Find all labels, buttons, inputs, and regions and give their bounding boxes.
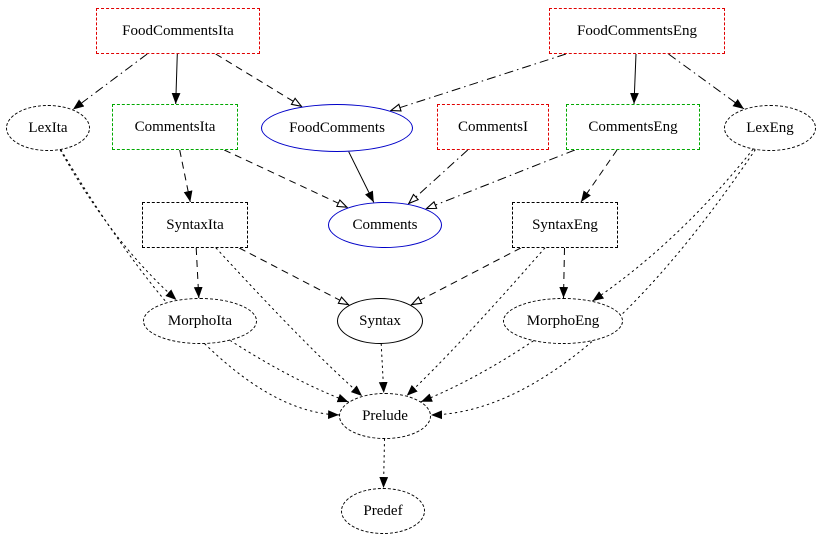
node-lexita: LexIta xyxy=(6,105,90,151)
edge-foodcommentseng-commentseng xyxy=(630,53,639,105)
node-label: MorphoEng xyxy=(526,312,600,329)
edge-syntaxita-morphoita xyxy=(193,247,203,299)
edge-morphoeng-prelude xyxy=(420,340,534,403)
node-label: FoodComments xyxy=(289,119,385,136)
edge-syntaxeng-morphoeng xyxy=(559,247,569,299)
node-label: Comments xyxy=(352,216,418,233)
edge-syntaxita-prelude xyxy=(215,247,363,397)
edge-lexeng-prelude xyxy=(430,149,756,420)
edge-foodcommentseng-foodcomments xyxy=(390,53,567,111)
node-commentseng: CommentsEng xyxy=(566,104,700,150)
edge-lexeng-morphoeng xyxy=(592,148,754,302)
node-morphoita: MorphoIta xyxy=(143,298,257,344)
node-label: CommentsI xyxy=(458,118,528,135)
edge-syntaxeng-syntax xyxy=(411,247,521,306)
node-predef: Predef xyxy=(341,488,425,534)
node-syntaxita: SyntaxIta xyxy=(142,202,248,248)
edge-commentseng-syntaxeng xyxy=(580,149,618,203)
edge-syntaxita-syntax xyxy=(239,247,349,306)
node-label: LexIta xyxy=(28,119,68,136)
edge-foodcommentsita-commentsita xyxy=(171,53,181,105)
edge-lexita-morphoita xyxy=(59,149,177,301)
node-label: FoodCommentsEng xyxy=(576,22,697,39)
node-prelude: Prelude xyxy=(339,393,431,439)
node-label: SyntaxIta xyxy=(166,216,224,233)
node-commentsi: CommentsI xyxy=(437,104,549,150)
edge-foodcommentsita-foodcomments xyxy=(215,53,302,108)
edge-foodcommentseng-lexeng xyxy=(668,53,745,110)
edge-commentsi-comments xyxy=(408,149,469,204)
node-label: Syntax xyxy=(359,312,401,329)
edge-commentsita-syntaxita xyxy=(179,149,193,203)
edge-commentsita-comments xyxy=(224,149,347,209)
node-comments: Comments xyxy=(328,202,442,248)
edge-foodcomments-comments xyxy=(348,151,375,203)
node-label: CommentsEng xyxy=(588,118,678,135)
node-label: CommentsIta xyxy=(134,118,216,135)
node-label: SyntaxEng xyxy=(532,216,598,233)
node-syntaxeng: SyntaxEng xyxy=(512,202,618,248)
node-foodcommentseng: FoodCommentsEng xyxy=(549,8,725,54)
edge-foodcommentsita-lexita xyxy=(72,53,148,110)
edge-prelude-predef xyxy=(379,438,389,489)
node-label: MorphoIta xyxy=(167,312,233,329)
node-lexeng: LexEng xyxy=(724,105,816,151)
node-label: FoodCommentsIta xyxy=(122,22,234,39)
edge-syntax-prelude xyxy=(378,343,388,394)
node-commentsita: CommentsIta xyxy=(112,104,238,150)
node-foodcomments: FoodComments xyxy=(261,104,413,152)
node-label: Prelude xyxy=(362,407,408,424)
node-syntax: Syntax xyxy=(337,298,423,344)
node-label: Predef xyxy=(363,502,403,519)
edge-lexita-prelude xyxy=(60,149,340,420)
node-foodcommentsita: FoodCommentsIta xyxy=(96,8,260,54)
edge-morphoita-prelude xyxy=(229,340,349,403)
edge-commentseng-comments xyxy=(426,149,575,210)
node-label: LexEng xyxy=(746,119,794,136)
node-morphoeng: MorphoEng xyxy=(503,298,623,344)
